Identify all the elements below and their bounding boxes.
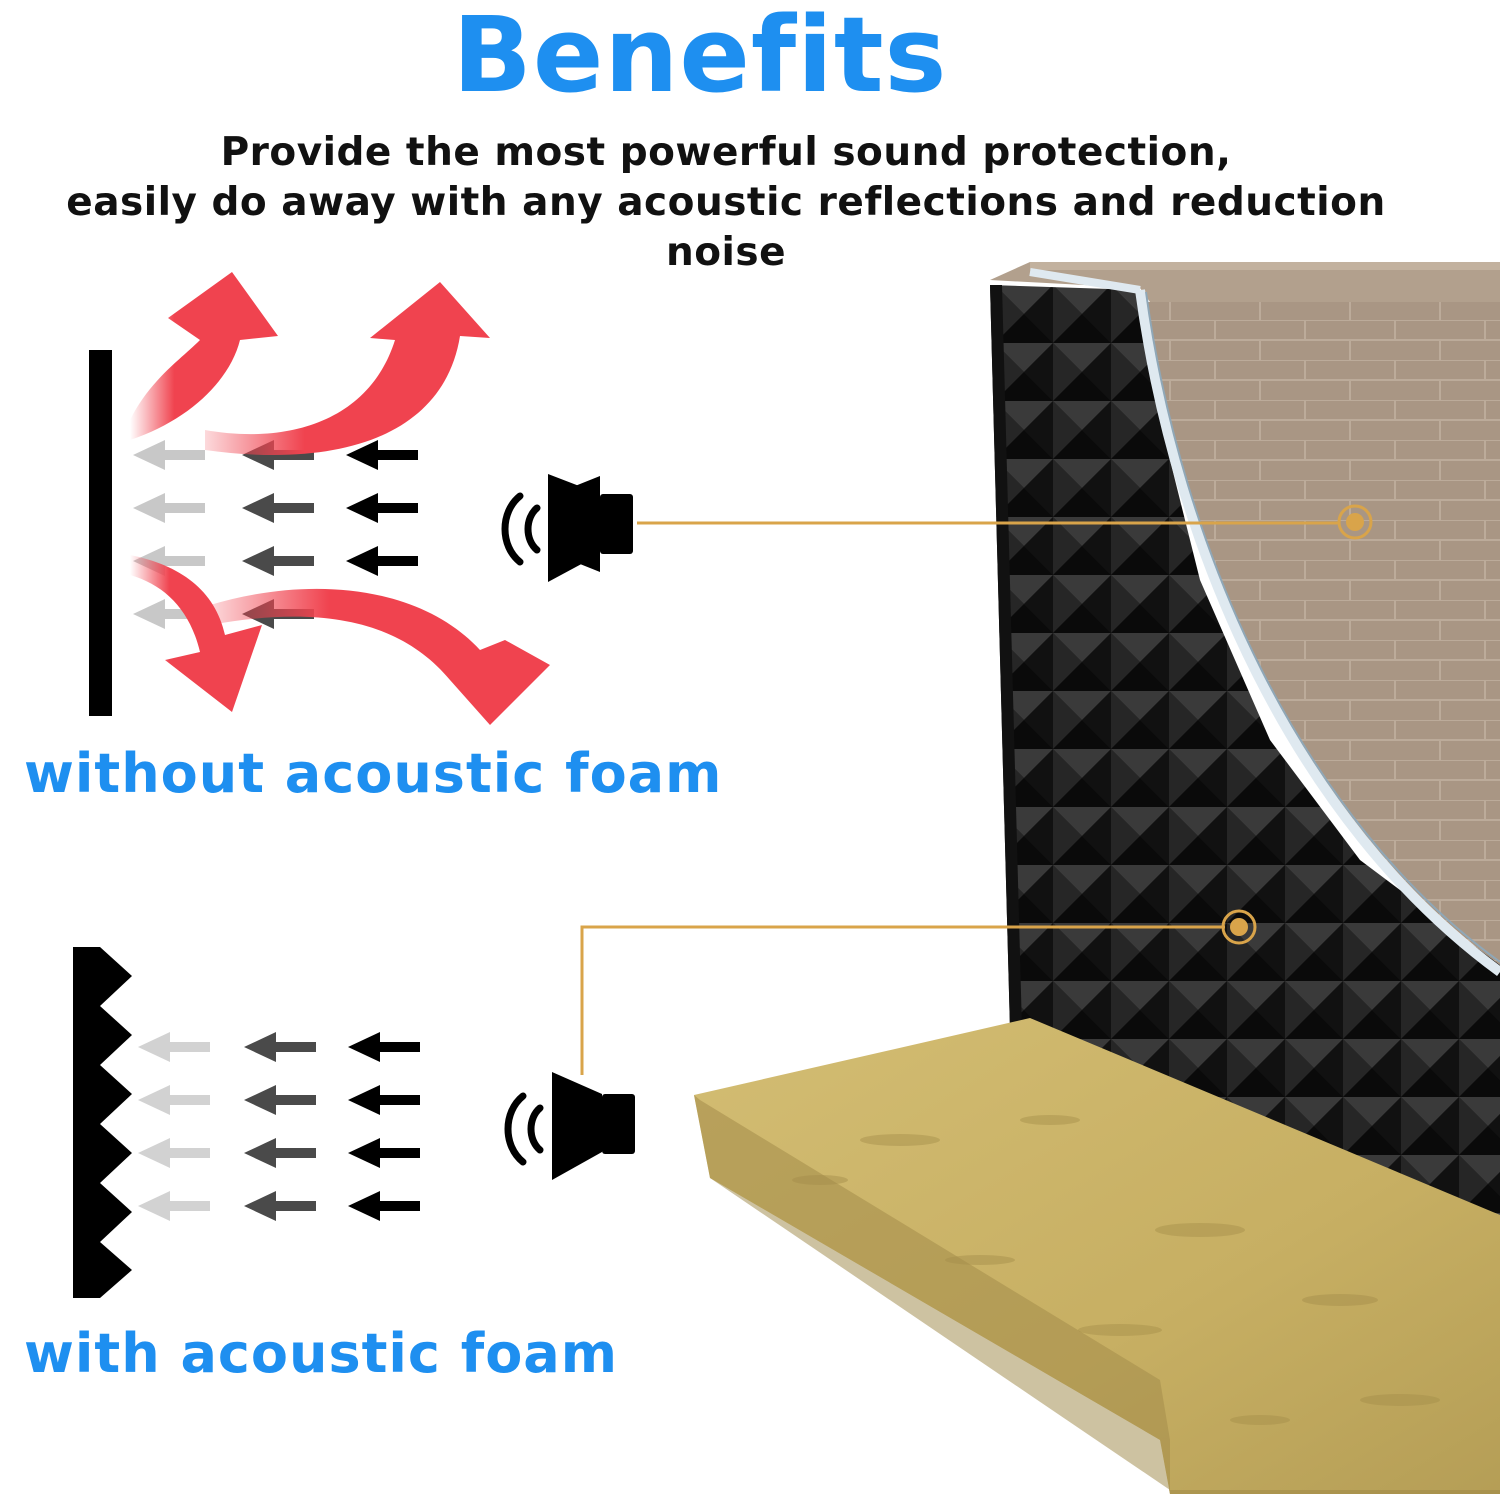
arrow-left-icon — [138, 1032, 210, 1221]
speaker-icon — [548, 474, 633, 582]
speaker-icon — [552, 1072, 635, 1180]
curved-arrow-icon — [210, 588, 550, 725]
page-subtitle: Provide the most powerful sound protecti… — [0, 128, 1452, 278]
curved-arrow-icon — [205, 282, 490, 456]
foam-panel — [990, 285, 1500, 1215]
subtitle-line-2: easily do away with any acoustic reflect… — [66, 180, 1386, 275]
reflection-arrows — [130, 272, 550, 725]
incoming-sound-arrows — [138, 1032, 420, 1221]
wall-cross-section — [694, 262, 1500, 1494]
with-foam-diagram — [73, 947, 635, 1298]
sound-wave-icon — [501, 492, 541, 566]
with-foam-label: with acoustic foam — [24, 1322, 619, 1385]
callout-wall — [637, 504, 1373, 540]
curved-arrow-icon — [130, 555, 262, 712]
without-foam-label: without acoustic foam — [24, 742, 723, 805]
callout-foam — [580, 909, 1257, 1075]
sound-wave-icon — [504, 1092, 544, 1166]
brick-wall — [1145, 295, 1500, 965]
without-foam-diagram — [89, 272, 633, 725]
page-title: Benefits — [452, 0, 948, 116]
arrow-left-icon — [348, 1032, 420, 1221]
subtitle-line-1: Provide the most powerful sound protecti… — [220, 130, 1232, 175]
flat-wall — [89, 350, 112, 716]
arrow-left-icon — [244, 1032, 316, 1221]
floor-board — [694, 1018, 1500, 1494]
foam-edge — [1135, 289, 1500, 977]
curved-arrow-icon — [130, 272, 278, 440]
foam-wall — [73, 947, 132, 1298]
